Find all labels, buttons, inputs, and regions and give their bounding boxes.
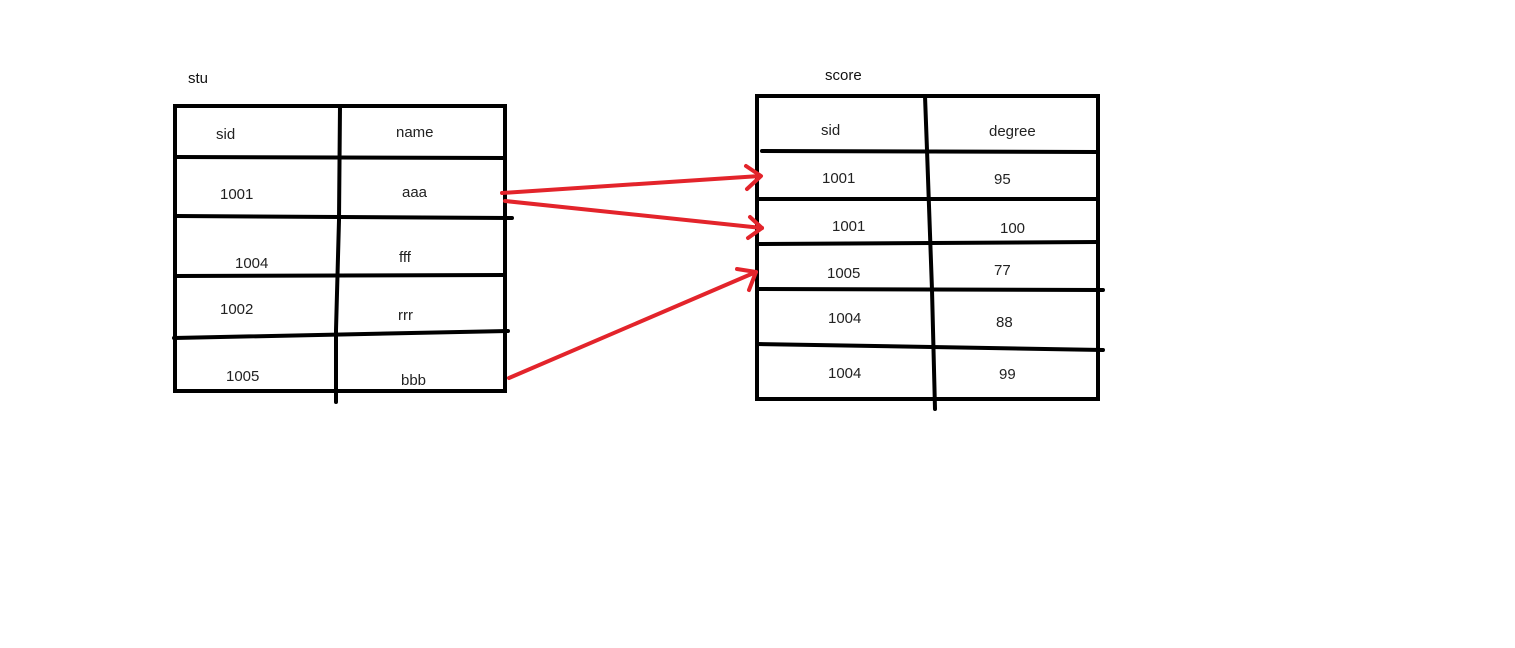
score-row-4: 1004 88 <box>828 310 1013 331</box>
stu-table-title: stu <box>188 70 208 87</box>
score-table-border <box>755 94 1100 401</box>
stu-cell-sid: 1005 <box>226 368 259 385</box>
score-cell-sid: 1004 <box>828 310 861 327</box>
score-row-divider <box>755 342 1105 352</box>
score-row-divider <box>760 149 1100 154</box>
score-cell-sid: 1005 <box>827 265 860 282</box>
arrow-line <box>500 174 762 195</box>
score-header-degree: degree <box>989 123 1036 140</box>
score-table-title: score <box>825 67 862 84</box>
stu-cell-name: bbb <box>401 372 426 389</box>
score-cell-sid: 1001 <box>832 218 865 235</box>
stu-row-divider <box>174 214 514 220</box>
stu-cell-sid: 1004 <box>235 255 268 272</box>
arrow-head <box>735 267 758 292</box>
stu-header-sid: sid <box>216 126 235 143</box>
arrow-line <box>503 199 764 230</box>
stu-row-divider <box>172 329 510 340</box>
relation-arrow <box>500 164 763 195</box>
stu-row-2: 1004 fff <box>235 249 412 272</box>
stu-row-3: 1002 rrr <box>220 301 413 324</box>
arrow-line <box>507 270 758 380</box>
score-table: score sid degree 1001 95 1001 100 1005 7… <box>755 67 1105 411</box>
score-row-divider <box>755 287 1105 292</box>
stu-table: stu sid name 1001 aaa 1004 fff 1002 rrr … <box>172 70 514 404</box>
stu-cell-sid: 1002 <box>220 301 253 318</box>
stu-column-divider <box>334 104 342 404</box>
stu-header-name: name <box>396 124 434 141</box>
score-row-1: 1001 95 <box>822 170 1011 188</box>
score-row-divider <box>755 240 1100 246</box>
stu-cell-sid: 1001 <box>220 186 253 203</box>
stu-cell-name: fff <box>399 249 412 266</box>
score-row-5: 1004 99 <box>828 365 1016 383</box>
stu-row-divider <box>174 155 507 160</box>
score-cell-degree: 95 <box>994 171 1011 188</box>
score-cell-degree: 99 <box>999 366 1016 383</box>
stu-row-4: 1005 bbb <box>226 368 426 389</box>
relation-arrow <box>507 267 758 380</box>
arrow-head <box>744 164 763 191</box>
stu-row-divider <box>174 273 507 278</box>
score-cell-degree: 100 <box>1000 220 1025 237</box>
score-cell-degree: 88 <box>996 314 1013 331</box>
stu-cell-name: rrr <box>398 307 413 324</box>
stu-row-1: 1001 aaa <box>220 184 428 203</box>
score-row-3: 1005 77 <box>827 262 1011 282</box>
relation-arrows <box>500 164 764 380</box>
score-column-divider <box>923 94 937 411</box>
score-row-2: 1001 100 <box>832 218 1025 237</box>
arrow-head <box>746 215 764 240</box>
score-header-sid: sid <box>821 122 840 139</box>
score-cell-sid: 1004 <box>828 365 861 382</box>
relation-arrow <box>503 199 764 240</box>
score-cell-sid: 1001 <box>822 170 855 187</box>
stu-cell-name: aaa <box>402 184 428 201</box>
score-cell-degree: 77 <box>994 262 1011 279</box>
stu-table-border <box>173 104 507 393</box>
